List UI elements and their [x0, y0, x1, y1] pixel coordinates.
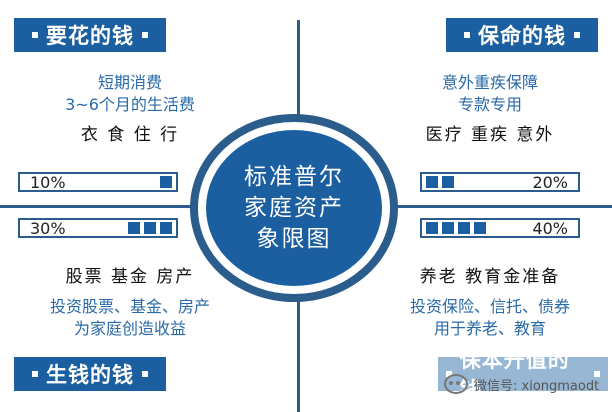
spend-money-percent-label: 10% — [30, 173, 66, 192]
bar-segment — [160, 222, 172, 234]
bullet-icon — [142, 32, 148, 38]
bullet-icon — [32, 371, 38, 377]
make-money-percent-bar: 30% — [18, 218, 178, 238]
center-title-line2: 家庭资产 — [244, 194, 344, 221]
protect-money-items: 医疗 重疾 意外 — [425, 125, 555, 145]
bullet-icon — [574, 32, 580, 38]
bullet-icon — [32, 32, 38, 38]
make-money-percent-label: 30% — [30, 219, 66, 238]
bar-segment — [144, 222, 156, 234]
protect-money-title-text: 保命的钱 — [478, 24, 566, 48]
spend-money-desc-line1: 短期消费 — [97, 73, 162, 92]
bar-segment — [128, 222, 140, 234]
protect-money-description: 意外重疾保障 专款专用 — [372, 72, 608, 116]
protect-money-desc-line1: 意外重疾保障 — [441, 73, 538, 92]
spend-money-description: 短期消费 3~6个月的生活费 — [20, 72, 240, 116]
make-money-title-text: 生钱的钱 — [46, 363, 134, 387]
bar-segment — [442, 222, 454, 234]
bar-segment — [474, 222, 486, 234]
bar-segment — [442, 176, 454, 188]
make-money-items: 股票 基金 房产 — [65, 267, 195, 287]
bullet-icon — [464, 32, 470, 38]
spend-money-percent-bar: 10% — [18, 172, 178, 192]
make-money-description: 投资股票、基金、房产 为家庭创造收益 — [20, 296, 240, 340]
protect-money-desc-line2: 专款专用 — [457, 95, 522, 114]
preserve-money-percent-bar: 40% — [420, 218, 580, 238]
center-title-line1: 标准普尔 — [244, 163, 344, 190]
protect-money-percent-label: 20% — [532, 173, 568, 192]
bullet-icon — [142, 371, 148, 377]
wechat-icon — [444, 374, 468, 394]
preserve-money-items: 养老 教育金准备 — [419, 267, 561, 287]
bar-segment — [426, 222, 438, 234]
preserve-money-percent-label: 40% — [532, 219, 568, 238]
spend-money-items: 衣 食 住 行 — [80, 125, 180, 145]
preserve-money-desc-line1: 投资保险、信托、债券 — [409, 297, 570, 316]
bar-segment — [426, 176, 438, 188]
preserve-money-desc-line2: 用于养老、教育 — [433, 319, 546, 338]
bar-segment — [160, 176, 172, 188]
bar-segment — [458, 222, 470, 234]
preserve-money-description: 投资保险、信托、债券 用于养老、教育 — [372, 296, 608, 340]
make-money-desc-line1: 投资股票、基金、房产 — [49, 297, 210, 316]
spend-money-title-text: 要花的钱 — [46, 24, 134, 48]
spend-money-desc-line2: 3~6个月的生活费 — [65, 95, 195, 114]
make-money-desc-line2: 为家庭创造收益 — [73, 319, 186, 338]
center-title-line3: 象限图 — [256, 225, 332, 252]
make-money-title: 生钱的钱 — [14, 357, 166, 391]
wechat-watermark: 微信号: xiongmaodt — [438, 356, 612, 412]
protect-money-percent-bar: 20% — [420, 172, 580, 192]
center-circle: 标准普尔 家庭资产 象限图 — [206, 130, 382, 286]
protect-money-title: 保命的钱 — [446, 18, 598, 52]
watermark-text: 微信号: xiongmaodt — [474, 378, 600, 394]
spend-money-title: 要花的钱 — [14, 18, 166, 52]
